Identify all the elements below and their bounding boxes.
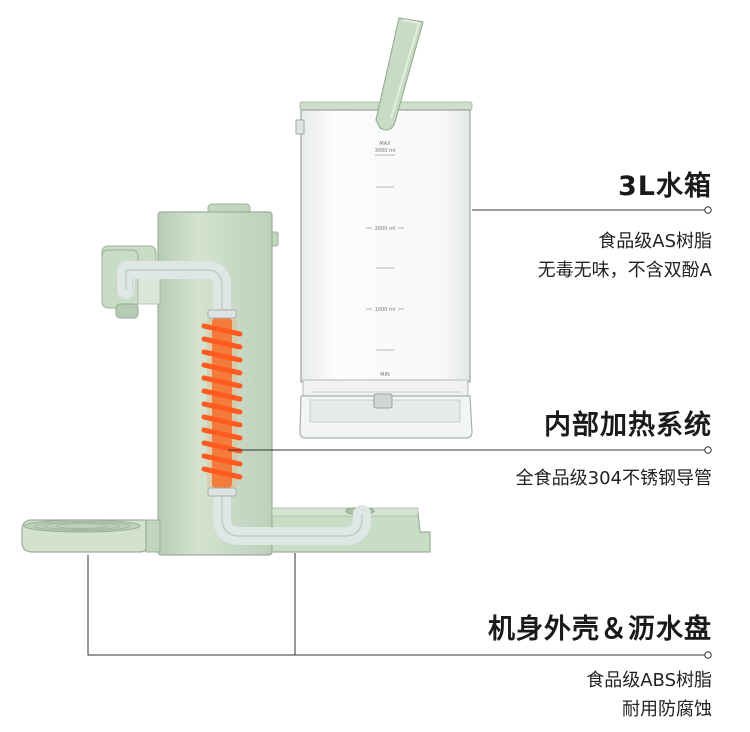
tank-feature-line-1: 食品级AS树脂 xyxy=(598,231,712,252)
dispenser-body xyxy=(101,203,279,556)
heating-feature-line-1: 全食品级304不锈钢导管 xyxy=(515,468,712,489)
shell-feature-line-2: 耐用防腐蚀 xyxy=(622,699,712,720)
tank-feature-line-2: 无毒无味，不含双酚A xyxy=(537,260,712,281)
scale-max-label: MAX xyxy=(379,141,391,147)
heater-coil xyxy=(201,309,243,497)
internal-pipe xyxy=(115,261,371,545)
shell-feature-title: 机身外壳＆沥水盘 xyxy=(488,614,712,645)
drip-tray xyxy=(21,519,161,553)
scale-max-volume: 3000 ml xyxy=(375,148,396,154)
heating-feature-title: 内部加热系统 xyxy=(544,410,712,441)
shell-feature-line-1: 食品级ABS树脂 xyxy=(586,670,712,691)
tank-volume-scale: MAX 3000 ml 2000 ml 1000 ml MIN xyxy=(366,141,404,378)
tank-handle xyxy=(375,17,424,131)
scale-low-label: 1000 ml xyxy=(375,307,396,313)
scale-mid-label: 2000 ml xyxy=(375,226,396,232)
callout-leader-lines xyxy=(87,206,712,659)
tank-feature-title: 3L水箱 xyxy=(618,171,712,202)
scale-min-label: MIN xyxy=(380,372,390,378)
